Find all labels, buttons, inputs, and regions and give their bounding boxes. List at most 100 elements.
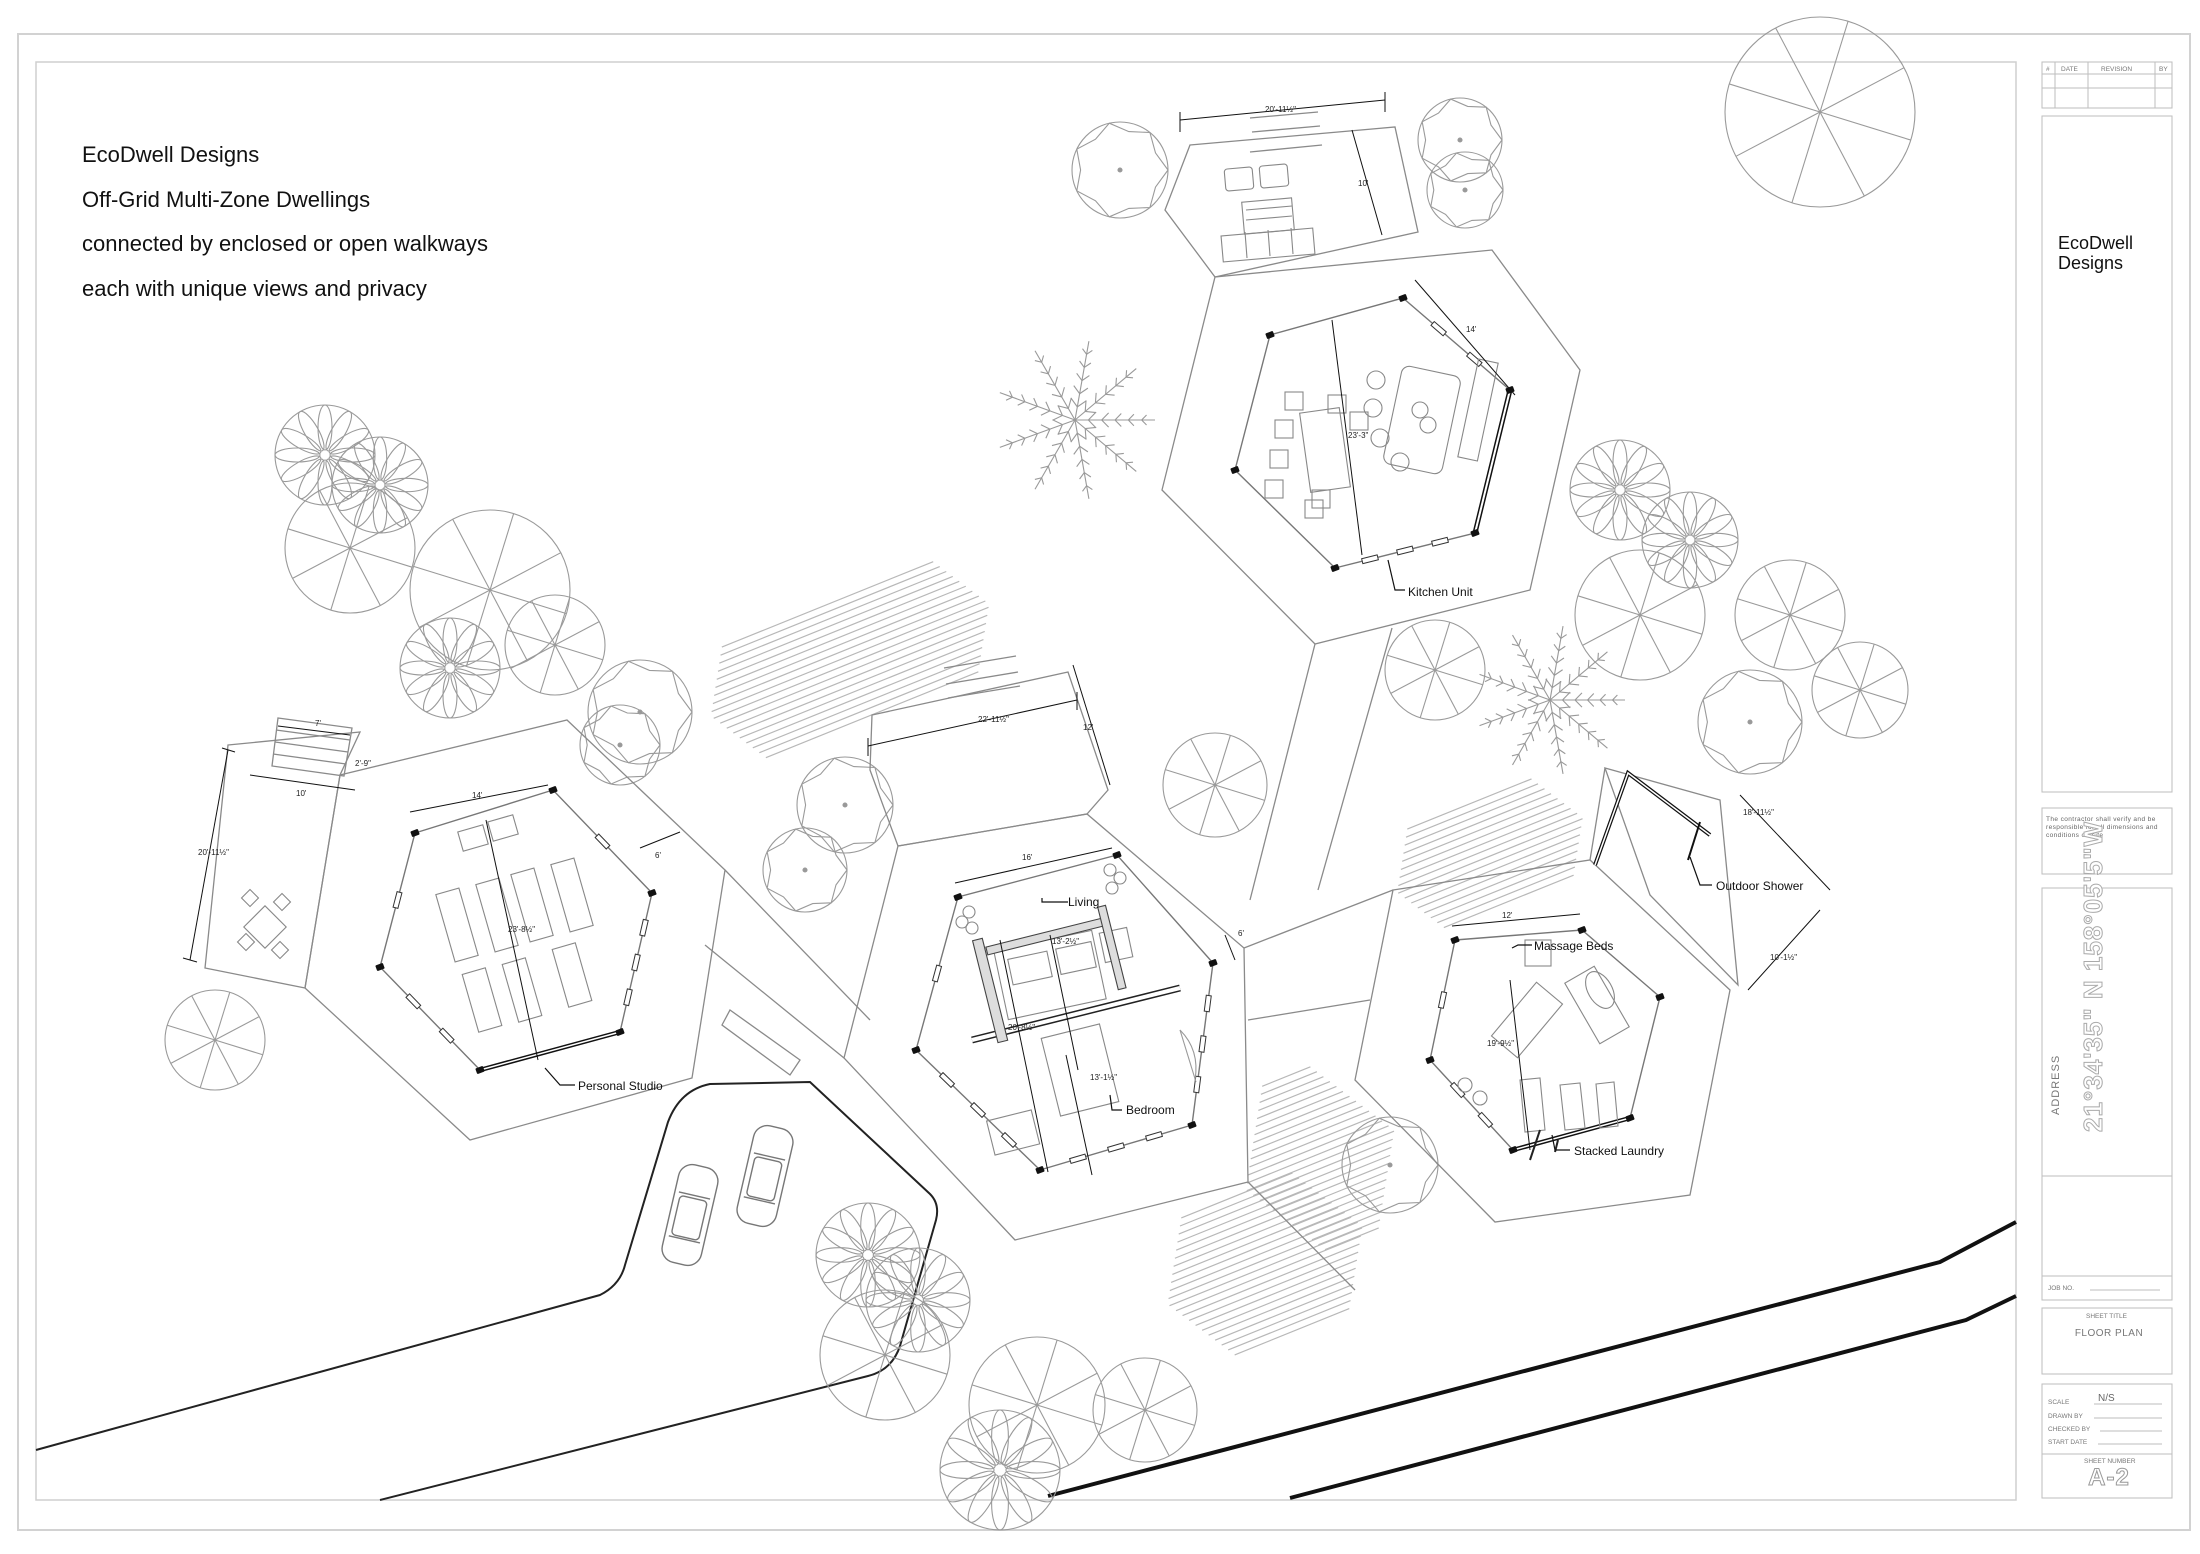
tree	[164, 989, 266, 1091]
sheet-title-label: SHEET TITLE	[2086, 1313, 2128, 1320]
tree	[865, 1247, 971, 1353]
rev-col-by: BY	[2159, 66, 2168, 73]
wall-post	[911, 1046, 921, 1054]
project-note-3: connected by enclosed or open walkways	[82, 231, 489, 256]
tree	[274, 404, 376, 506]
sheet-title: FLOOR PLAN	[2074, 1328, 2144, 1339]
dim-spa-span: 19'-9½"	[1487, 1039, 1514, 1048]
window	[1430, 320, 1448, 337]
kitchen-roof	[1161, 249, 1581, 645]
dim-kitchen-deck-width: 20'-11½"	[1265, 105, 1296, 114]
wall-post	[1425, 1056, 1435, 1064]
label-bedroom: Bedroom	[1126, 1103, 1175, 1117]
living-deck	[869, 671, 1109, 847]
dim-studio-width: 14'	[472, 791, 483, 800]
site-trees	[164, 16, 1916, 1531]
dim-studio-deck-depth: 20'-11½"	[198, 848, 229, 857]
sheet-number: A-2	[2088, 1464, 2130, 1492]
label-stacked-laundry: Stacked Laundry	[1574, 1144, 1664, 1158]
window	[594, 833, 611, 850]
window	[1198, 1035, 1207, 1053]
dimension-lines	[182, 92, 1831, 1176]
dim-spa-width: 12'	[1502, 911, 1513, 920]
checked-by-label: CHECKED BY	[2048, 1426, 2091, 1433]
tree	[1384, 619, 1486, 721]
tree	[1417, 97, 1503, 183]
tree	[1071, 121, 1169, 219]
tree	[587, 659, 693, 765]
wall-post	[1330, 564, 1340, 572]
contractor-note: The contractor shall verify and be respo…	[2046, 816, 2158, 839]
tree	[1162, 732, 1268, 838]
dim-studio-span: 23'-8½"	[508, 925, 535, 934]
label-living: Living	[1068, 895, 1099, 909]
wall-post	[548, 786, 558, 794]
driveway-outline	[35, 1080, 939, 1501]
hatch-patches	[711, 561, 1583, 1356]
window	[639, 918, 649, 937]
tree	[1734, 559, 1846, 671]
label-outdoor-shower: Outdoor Shower	[1716, 879, 1803, 893]
wall-post	[1112, 851, 1122, 859]
window	[1431, 536, 1449, 547]
drawn-by-label: DRAWN BY	[2048, 1413, 2083, 1420]
kitchen-deck	[1164, 126, 1419, 278]
address-value: 21°34'35" N 158°05'5"W	[2078, 820, 2109, 1132]
start-date-label: START DATE	[2048, 1439, 2088, 1446]
project-note-4: each with unique views and privacy	[82, 276, 427, 301]
module-outlines	[204, 111, 1739, 1291]
window	[931, 964, 943, 983]
wall-post	[953, 893, 963, 901]
hatch-patch	[1168, 1172, 1363, 1356]
window	[392, 891, 403, 909]
wall-post	[1625, 1114, 1635, 1122]
window	[631, 953, 641, 972]
tree	[1724, 16, 1916, 208]
tree	[1569, 439, 1671, 541]
label-personal-studio: Personal Studio	[578, 1079, 663, 1093]
tree	[1092, 1357, 1198, 1463]
rev-col-num: #	[2046, 66, 2050, 73]
tree	[968, 1336, 1106, 1474]
studio-steps	[271, 717, 353, 777]
project-note-1: EcoDwell Designs	[82, 142, 260, 167]
label-massage-beds: Massage Beds	[1534, 939, 1613, 953]
dim-kitchen-span: 23'-3"	[1348, 431, 1369, 440]
dim-living-deck-depth: 12'	[1083, 723, 1094, 732]
car-2	[736, 1124, 794, 1228]
dim-kitchen-side: 14'	[1466, 325, 1477, 334]
window	[938, 1071, 956, 1089]
window	[1000, 1131, 1018, 1149]
road-line-upper	[1047, 1220, 2017, 1498]
dim-living-wall: 20'-8½"	[1008, 1023, 1035, 1032]
sheet-number-label: SHEET NUMBER	[2084, 1458, 2136, 1465]
wall-post	[647, 889, 657, 897]
wall-post	[1208, 959, 1218, 967]
living-roof	[843, 813, 1249, 1241]
tree	[796, 756, 894, 854]
dim-studio-side: 6'	[655, 851, 661, 860]
window	[438, 1027, 455, 1044]
zone-labels: Kitchen Unit Personal Studio Living Bedr…	[578, 585, 1803, 1158]
tree	[579, 704, 661, 786]
palm	[999, 341, 1155, 499]
tree	[762, 827, 848, 913]
tree	[409, 509, 571, 671]
job-no-label: JOB NO.	[2048, 1285, 2074, 1292]
dim-living-deck-width: 22'-11½"	[978, 715, 1009, 724]
dimension-labels: 20'-11½" 10' 14' 23'-3" 22'-11½" 12' 16'…	[198, 105, 1797, 1082]
wall-post	[475, 1066, 485, 1074]
window	[1144, 1130, 1164, 1142]
rev-col-date: DATE	[2061, 66, 2079, 73]
car-1	[661, 1163, 719, 1267]
address-label: ADDRESS	[2050, 1054, 2062, 1115]
window	[1068, 1153, 1088, 1165]
dim-kitchen-deck-depth: 10'	[1358, 179, 1369, 188]
tree	[399, 617, 501, 719]
dim-studio-deck-width: 10'	[296, 789, 307, 798]
dim-studio-step-depth: 2'-9"	[355, 759, 371, 768]
callout-leaders	[544, 559, 1712, 1151]
tree	[1574, 549, 1706, 681]
wall-post	[1230, 466, 1240, 474]
